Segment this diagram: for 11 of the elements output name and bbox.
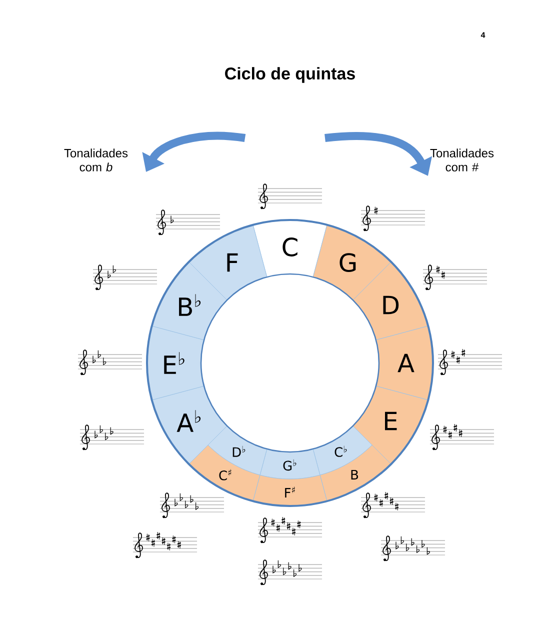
ring-segment: B$^{♭}$ [152, 262, 228, 340]
ring-segment: A [376, 326, 434, 400]
caption-text: Tonalidades com # [430, 148, 494, 172]
ring-segment: F$^{♯}$ [252, 474, 328, 506]
ring-segment: C [252, 220, 328, 278]
title: Ciclo de quintas [225, 67, 355, 83]
ring-segment: E$^{♭}$ [146, 326, 204, 400]
ring-segment: G$^{♭}$ [260, 448, 320, 480]
page-number: 4 [480, 32, 486, 38]
ring-segment: E [352, 386, 428, 464]
caption-text: Tonalidades com b [64, 148, 128, 172]
